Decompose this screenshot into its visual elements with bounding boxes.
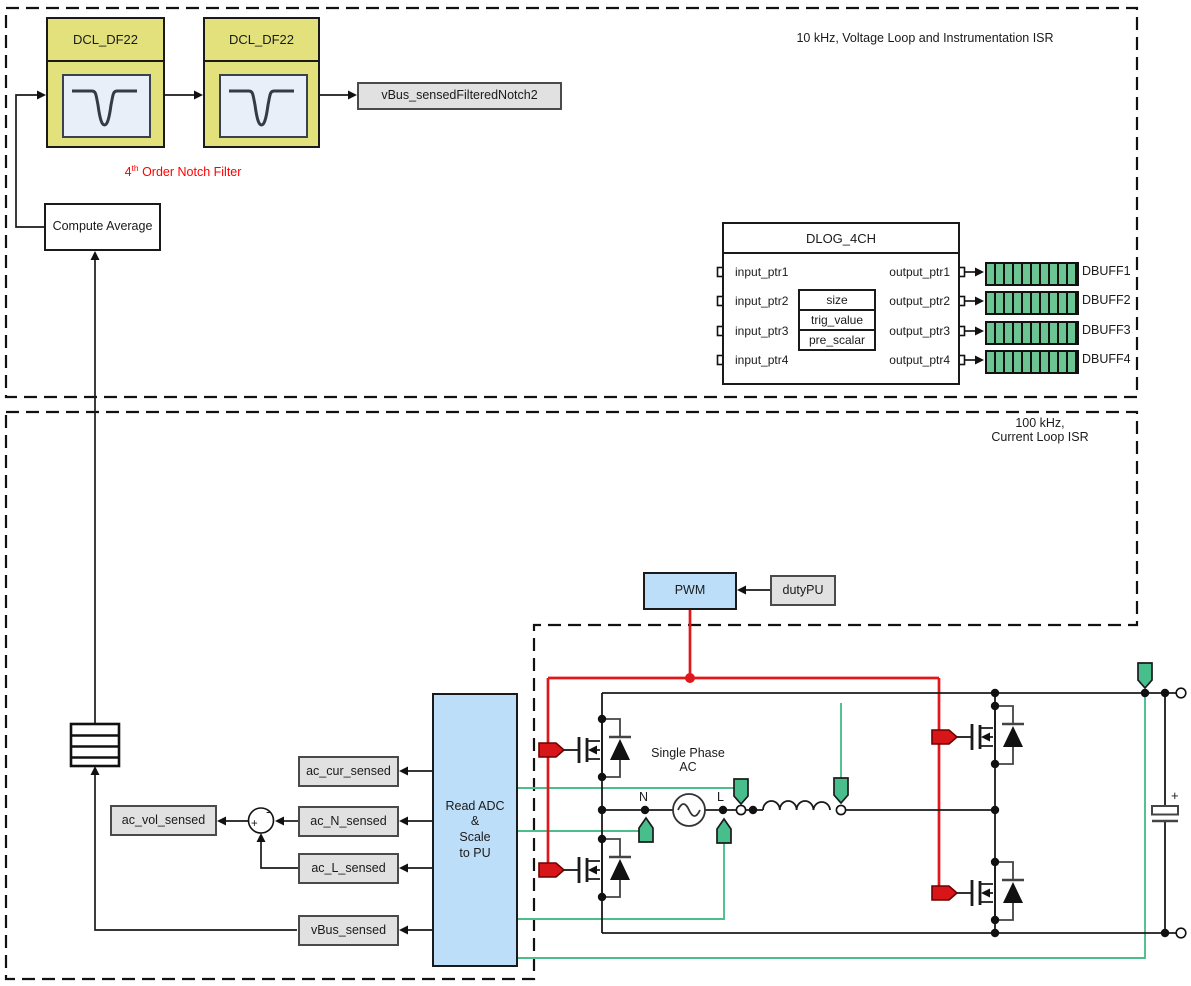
ac-n-sensed-box: ac_N_sensed (298, 806, 399, 837)
capacitor-plus-label: + (1171, 788, 1179, 803)
pwm-block: PWM (643, 572, 737, 610)
single-phase-ac-label: Single Phase AC (640, 746, 736, 774)
single-phase-ac-line1: Single Phase (651, 746, 725, 760)
notch-filter-caption: 4th Order Notch Filter (124, 163, 242, 180)
inductor-icon (762, 800, 831, 811)
voltage-loop-region-label: 10 kHz, Voltage Loop and Instrumentation… (796, 31, 1054, 45)
mosfet-right-bottom (955, 856, 1026, 926)
dcl-df22-title: DCL_DF22 (205, 19, 318, 62)
dcl-df22-block-1: DCL_DF22 (46, 17, 165, 148)
mosfet-right-top (955, 700, 1026, 770)
summing-junction (247, 807, 275, 834)
sum-plus-sign: + (251, 818, 258, 830)
gate-driver-arrows (538, 729, 959, 901)
dlog-output-ptr2: output_ptr2 (889, 294, 950, 308)
gate-arrow-icon (931, 729, 959, 745)
read-adc-line: Read ADC (445, 798, 505, 813)
dlog-output-ptr1: output_ptr1 (889, 265, 950, 279)
vbus-sensed-box: vBus_sensed (298, 915, 399, 946)
dlog-input-ptr1: input_ptr1 (735, 265, 789, 279)
voltage-loop-region-border (4, 6, 1139, 399)
probe-up-icon (638, 816, 654, 843)
gate-arrow-icon (538, 862, 566, 878)
read-adc-block: Read ADC & Scale to PU (432, 693, 518, 967)
dbuff4-label: DBUFF4 (1082, 352, 1131, 366)
dlog-param-trig-value: trig_value (800, 309, 874, 329)
compute-average-block: Compute Average (44, 203, 161, 251)
mosfet-left-bottom (562, 833, 633, 903)
read-adc-line: & (470, 814, 480, 829)
dlog-4ch-title: DLOG_4CH (724, 224, 958, 254)
ac-l-sensed-box: ac_L_sensed (298, 853, 399, 884)
capacitor-icon (1151, 805, 1179, 823)
gate-arrow-icon (538, 742, 566, 758)
vbus-sensed-filtered-notch2-box: vBus_sensedFilteredNotch2 (357, 82, 562, 110)
read-adc-line: to PU (459, 845, 491, 860)
dlog-input-ptr3: input_ptr3 (735, 324, 789, 338)
dcl-df22-block-2: DCL_DF22 (203, 17, 320, 148)
line-label: L (717, 790, 724, 804)
notch-response-icon (62, 74, 151, 138)
current-loop-region-label: 100 kHz, Current Loop ISR (960, 416, 1120, 444)
red-junction-dot (685, 673, 695, 683)
dbuff3-buffer-icon (985, 321, 1079, 345)
dbuff4-buffer-icon (985, 350, 1079, 374)
probe-up-icon (716, 817, 732, 844)
dlog-input-ptr2: input_ptr2 (735, 294, 789, 308)
current-loop-label-line2: Current Loop ISR (991, 430, 1089, 444)
ac-cur-sensed-box: ac_cur_sensed (298, 756, 399, 787)
probe-down-icon (1137, 662, 1153, 690)
ac-source-icon (672, 793, 706, 827)
ac-vol-sensed-box: ac_vol_sensed (110, 805, 217, 836)
pwm-gate-wires (546, 610, 941, 893)
read-adc-line: Scale (459, 830, 491, 844)
dutypu-box: dutyPU (770, 575, 836, 606)
current-loop-region-border (4, 410, 1139, 981)
dlog-param-table: size trig_value pre_scalar (798, 289, 876, 351)
gate-arrow-icon (931, 885, 959, 901)
dlog-input-ptr4: input_ptr4 (735, 353, 789, 367)
notch-response-icon (219, 74, 308, 138)
mosfet-left-top (562, 713, 633, 783)
terminal-nodes (735, 687, 1187, 939)
dbuff1-buffer-icon (985, 262, 1079, 286)
sum-minus-sign: - (266, 804, 271, 819)
dbuff3-label: DBUFF3 (1082, 323, 1131, 337)
dlog-param-pre-scalar: pre_scalar (800, 329, 874, 349)
buffer-stack-icon (69, 722, 121, 768)
arrowheads (37, 90, 984, 935)
dbuff2-label: DBUFF2 (1082, 293, 1131, 307)
dlog-output-ptr3: output_ptr3 (889, 324, 950, 338)
neutral-label: N (639, 790, 649, 804)
junction-dots (597, 688, 1170, 938)
probe-down-icon (733, 778, 749, 806)
sense-wires (518, 695, 1146, 959)
dlog-param-size: size (826, 293, 848, 307)
dlog-output-ptr4: output_ptr4 (889, 353, 950, 367)
dbuff2-buffer-icon (985, 291, 1079, 315)
dcl-df22-title: DCL_DF22 (48, 19, 163, 62)
signal-wires (15, 94, 977, 931)
single-phase-ac-line2: AC (679, 760, 697, 774)
sense-probes (638, 662, 1153, 844)
dbuff1-label: DBUFF1 (1082, 264, 1131, 278)
probe-down-icon (833, 777, 849, 805)
current-loop-label-line1: 100 kHz, (1015, 416, 1065, 430)
